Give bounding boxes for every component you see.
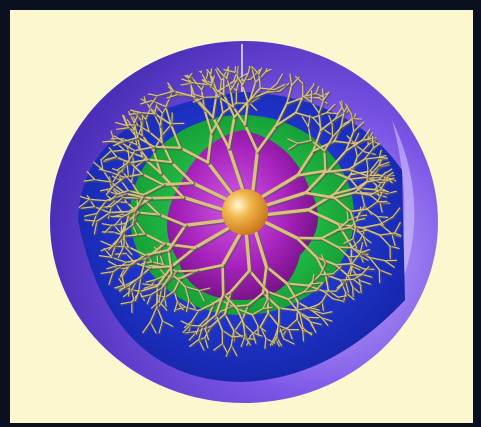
network-branch bbox=[150, 197, 183, 198]
network-branch bbox=[163, 183, 192, 185]
network-branch bbox=[373, 136, 374, 148]
network-branch bbox=[353, 287, 354, 297]
network-branch bbox=[176, 270, 197, 271]
network-branch bbox=[204, 97, 219, 98]
network-branch bbox=[379, 180, 388, 181]
core-ball bbox=[222, 189, 268, 235]
network-branch bbox=[324, 151, 325, 172]
network-branch bbox=[223, 265, 224, 293]
network-branch bbox=[154, 147, 180, 148]
network-branch bbox=[149, 266, 158, 267]
network-branch bbox=[303, 331, 304, 341]
